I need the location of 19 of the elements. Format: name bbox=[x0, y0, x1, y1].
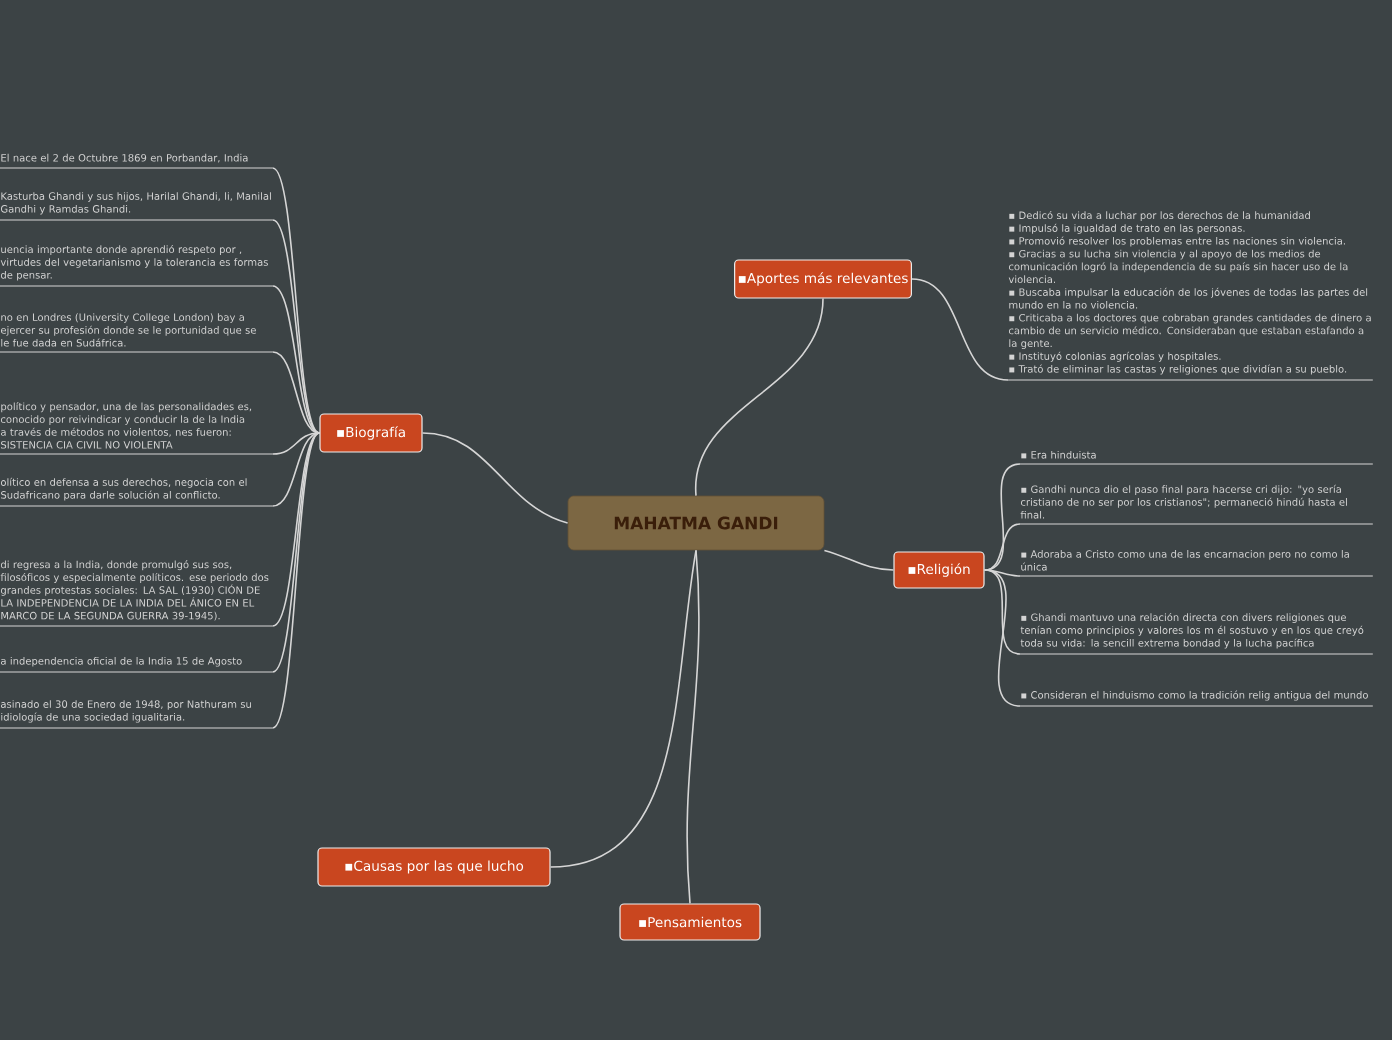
connector bbox=[272, 167, 321, 434]
connector bbox=[272, 219, 321, 434]
connector bbox=[421, 432, 569, 524]
connector bbox=[272, 432, 321, 729]
connector bbox=[272, 432, 321, 673]
connector bbox=[272, 285, 321, 434]
connector bbox=[983, 569, 1021, 707]
connector bbox=[911, 278, 1009, 381]
connector bbox=[272, 432, 321, 455]
connector bbox=[983, 569, 1021, 655]
connector bbox=[983, 523, 1021, 571]
connector bbox=[823, 549, 895, 571]
connector bbox=[686, 549, 700, 905]
connector bbox=[272, 351, 321, 434]
central-topic-box: MAHATMA GANDI bbox=[567, 495, 825, 551]
connector bbox=[272, 432, 321, 627]
connector bbox=[695, 297, 824, 497]
connector bbox=[272, 432, 321, 507]
connector bbox=[549, 549, 697, 868]
